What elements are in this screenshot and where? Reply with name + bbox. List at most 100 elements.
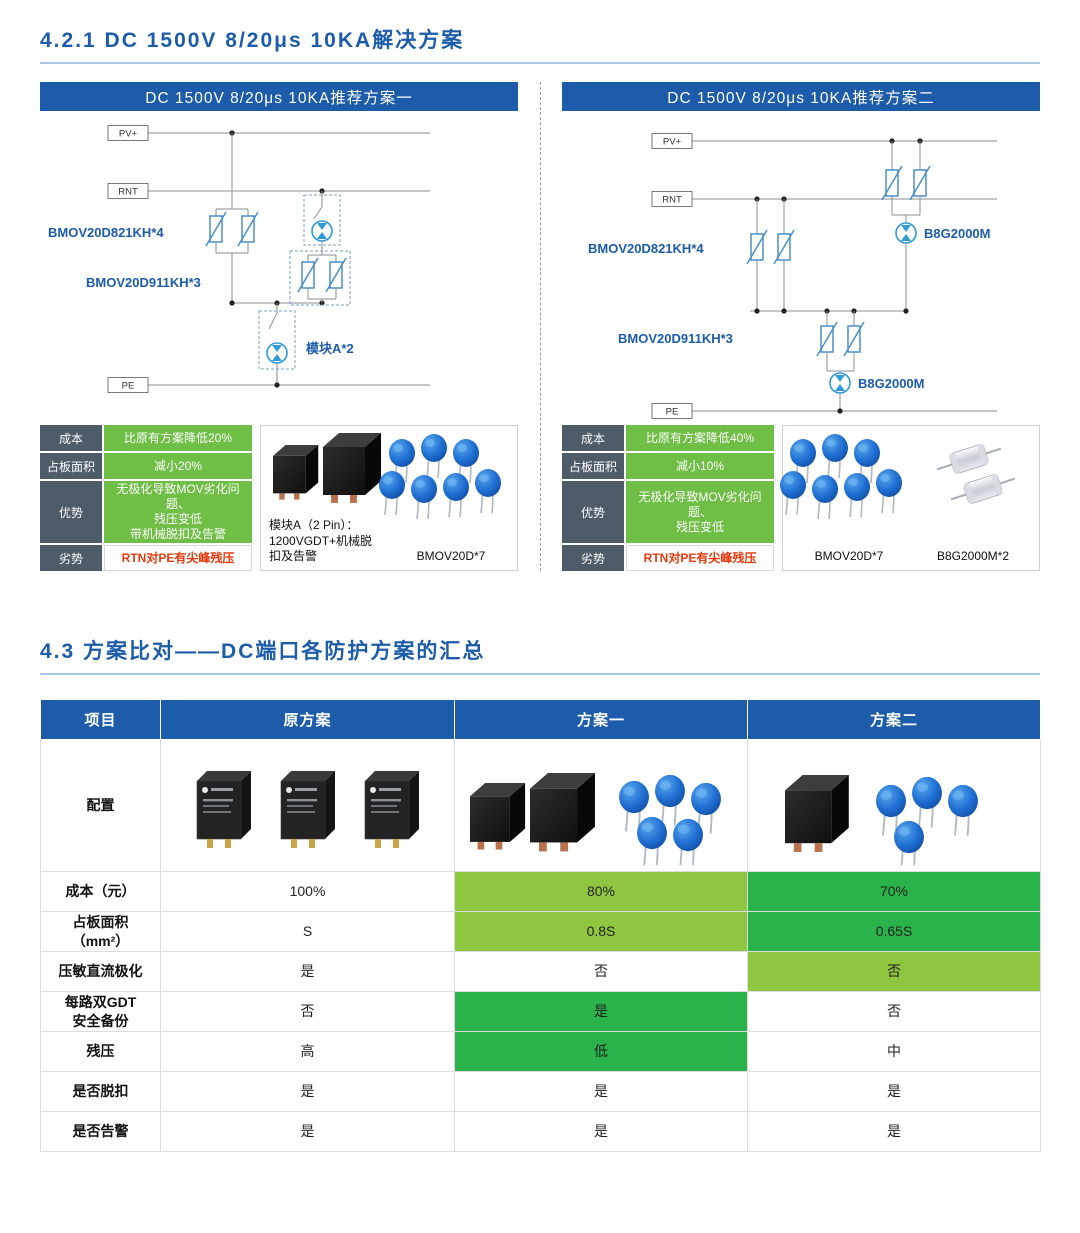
alarm-plan1: 是 — [454, 1111, 748, 1152]
mov-pair-b — [816, 308, 865, 414]
pv-bus-tag: PV+ — [107, 125, 149, 141]
svg-text:PV+: PV+ — [663, 137, 682, 148]
module-a-caption: 模块A（2 Pin）： 1200VGDT+机械脱 扣及告警 — [269, 518, 373, 564]
gdt-backup-original: 否 — [160, 991, 455, 1032]
spec-value-cost: 比原有方案降低20% — [104, 425, 252, 451]
spec-table-solution2: 成本 比原有方案降低40% 占板面积 减小10% 优势 无极化导致MOV劣化问题… — [562, 425, 774, 571]
residual-plan2: 中 — [747, 1031, 1041, 1072]
residual-plan1: 低 — [454, 1031, 748, 1072]
gdt-cylinders-image — [932, 437, 1020, 511]
spec-table-solution1: 成本 比原有方案降低20% 占板面积 减小20% 优势 无极化导致MOV劣化问题… — [40, 425, 252, 571]
row-residual-voltage: 残压 高 低 中 — [40, 1031, 1041, 1072]
spec-value-cost: 比原有方案降低40% — [626, 425, 774, 451]
mov-discs-image — [378, 433, 502, 519]
row-label-alarm: 是否告警 — [40, 1111, 161, 1152]
panel-solution1: DC 1500V 8/20μs 10KA推荐方案一 PV+ RNT PE — [40, 82, 518, 571]
spec-value-area: 减小10% — [626, 453, 774, 479]
spec-label-pros: 优势 — [40, 481, 102, 543]
mov-pair-c — [881, 138, 931, 314]
pe-bus-tag: PE — [651, 403, 693, 419]
rnt-bus-tag: RNT — [107, 183, 149, 199]
trip-plan1: 是 — [454, 1071, 748, 1112]
panel-title-solution2: DC 1500V 8/20μs 10KA推荐方案二 — [562, 82, 1040, 111]
product-gdt-cylinders: B8G2000M*2 — [913, 429, 1033, 567]
row-config: 配置 — [40, 739, 1041, 872]
rnt-bus-tag: RNT — [651, 191, 693, 207]
area-plan2: 0.65S — [747, 911, 1041, 952]
solution-panels: DC 1500V 8/20μs 10KA推荐方案一 PV+ RNT PE — [40, 82, 1040, 571]
spec-label-cost: 成本 — [40, 425, 102, 451]
header-item: 项目 — [40, 699, 161, 740]
panel-footer-solution1: 成本 比原有方案降低20% 占板面积 减小20% 优势 无极化导致MOV劣化问题… — [40, 425, 518, 571]
config-image-plan1 — [470, 772, 722, 870]
svg-text:PE: PE — [666, 407, 679, 418]
pv-bus-tag: PV+ — [651, 133, 693, 149]
row-label-trip: 是否脱扣 — [40, 1071, 161, 1112]
label-gdt-2: B8G2000M — [858, 376, 924, 391]
gdt-cylinders-caption: B8G2000M*2 — [936, 549, 1010, 564]
gdt-backup-plan1: 是 — [454, 991, 748, 1032]
spec-label-pros: 优势 — [562, 481, 624, 543]
spec-label-cons: 劣势 — [562, 545, 624, 571]
spec-label-cost: 成本 — [562, 425, 624, 451]
trip-original: 是 — [160, 1071, 455, 1112]
row-trip: 是否脱扣 是 是 是 — [40, 1071, 1041, 1112]
spec-value-area: 减小20% — [104, 453, 252, 479]
cost-plan2: 70% — [747, 871, 1041, 912]
comparison-table: 项目 原方案 方案一 方案二 配置 — [40, 699, 1041, 1152]
config-image-original — [196, 770, 419, 848]
circuit-diagram-solution1: PV+ RNT PE — [48, 125, 430, 393]
panel-divider — [540, 82, 541, 571]
product-module-a: 模块A（2 Pin）： 1200VGDT+机械脱 扣及告警 — [267, 429, 387, 567]
product-mov-discs: BMOV20D*7 — [378, 429, 511, 567]
mov-pair-pv — [205, 130, 259, 303]
label-module-a: 模块A*2 — [306, 341, 354, 356]
row-label-board-area: 占板面积 （mm²） — [40, 911, 161, 952]
panel-solution2: DC 1500V 8/20μs 10KA推荐方案二 PV+ RNT PE — [562, 82, 1040, 571]
polarization-plan2: 否 — [747, 951, 1041, 992]
mov-pair-a — [746, 196, 795, 314]
header-plan2: 方案二 — [747, 699, 1041, 740]
config-cell-plan2 — [747, 739, 1041, 872]
row-cost: 成本（元） 100% 80% 70% — [40, 871, 1041, 912]
row-polarization: 压敏直流极化 是 否 否 — [40, 951, 1041, 992]
label-mov-821: BMOV20D821KH*4 — [48, 225, 164, 240]
product-box-solution1: 模块A（2 Pin）： 1200VGDT+机械脱 扣及告警 BMOV20D*7 — [260, 425, 518, 571]
section-title-421: 4.2.1 DC 1500V 8/20μs 10KA解决方案 — [40, 24, 1040, 64]
label-mov-911: BMOV20D911KH*3 — [618, 331, 733, 346]
polarization-plan1: 否 — [454, 951, 748, 992]
row-label-cost: 成本（元） — [40, 871, 161, 912]
mov-discs-caption: BMOV20D*7 — [416, 549, 486, 564]
module-a-image — [273, 433, 381, 503]
gdt-backup-plan2: 否 — [747, 991, 1041, 1032]
residual-original: 高 — [160, 1031, 455, 1072]
label-mov-821: BMOV20D821KH*4 — [588, 241, 704, 256]
panel-footer-solution2: 成本 比原有方案降低40% 占板面积 减小10% 优势 无极化导致MOV劣化问题… — [562, 425, 1040, 571]
row-label-polarization: 压敏直流极化 — [40, 951, 161, 992]
product-box-solution2: BMOV20D*7 B8G2000M*2 — [779, 425, 1040, 571]
svg-text:RNT: RNT — [662, 195, 682, 206]
module-a-branch — [258, 300, 296, 388]
row-label-residual-voltage: 残压 — [40, 1031, 161, 1072]
trip-plan2: 是 — [747, 1071, 1041, 1112]
row-gdt-backup: 每路双GDT 安全备份 否 是 否 — [40, 991, 1041, 1032]
spec-value-cons: RTN对PE有尖峰残压 — [626, 545, 774, 571]
mov-discs-caption: BMOV20D*7 — [814, 549, 884, 564]
area-original: S — [160, 911, 455, 952]
polarization-original: 是 — [160, 951, 455, 992]
row-alarm: 是否告警 是 是 是 — [40, 1111, 1041, 1152]
row-label-gdt-backup: 每路双GDT 安全备份 — [40, 991, 161, 1032]
row-label-config: 配置 — [40, 739, 161, 872]
mov-discs-image — [779, 433, 903, 519]
spec-value-cons: RTN对PE有尖峰残压 — [104, 545, 252, 571]
svg-text:PV+: PV+ — [119, 129, 138, 140]
spec-label-area: 占板面积 — [562, 453, 624, 479]
product-mov-discs: BMOV20D*7 — [779, 429, 909, 567]
rnt-branch-gdt-mov — [289, 188, 351, 306]
cost-original: 100% — [160, 871, 455, 912]
spec-label-area: 占板面积 — [40, 453, 102, 479]
config-cell-plan1 — [454, 739, 748, 872]
header-original: 原方案 — [160, 699, 455, 740]
label-mov-911: BMOV20D911KH*3 — [86, 275, 201, 290]
row-board-area: 占板面积 （mm²） S 0.8S 0.65S — [40, 911, 1041, 952]
